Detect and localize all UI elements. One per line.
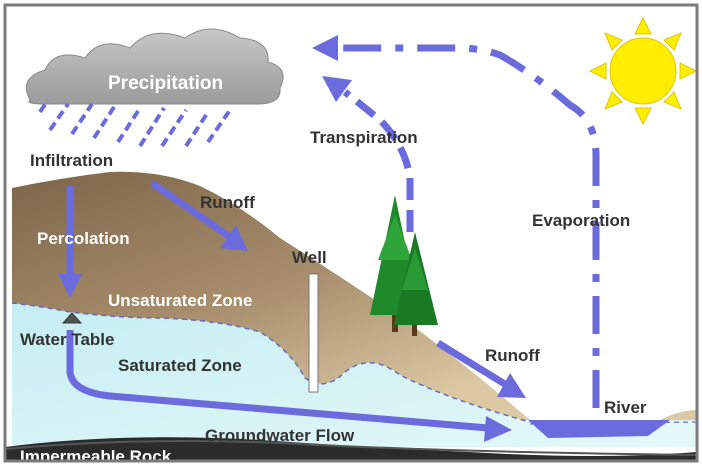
runoff-lower-arrowhead bbox=[497, 373, 526, 398]
label-water-table: Water Table bbox=[20, 330, 114, 349]
rain-icon bbox=[38, 98, 232, 148]
label-river: River bbox=[604, 398, 647, 417]
percolation-arrowhead bbox=[58, 274, 82, 298]
label-runoff-upper: Runoff bbox=[200, 193, 255, 212]
label-runoff-lower: Runoff bbox=[485, 346, 540, 365]
label-precipitation: Precipitation bbox=[108, 73, 223, 94]
label-unsaturated-zone: Unsaturated Zone bbox=[108, 291, 253, 310]
right-bank bbox=[660, 410, 697, 422]
label-transpiration: Transpiration bbox=[310, 128, 418, 147]
label-percolation: Percolation bbox=[37, 229, 130, 248]
transpiration-arrowhead bbox=[322, 76, 352, 102]
runoff-lower-arrow bbox=[436, 340, 510, 389]
rock-highlight bbox=[4, 439, 698, 456]
label-groundwater-flow: Groundwater Flow bbox=[205, 426, 355, 445]
impermeable-rock bbox=[5, 437, 697, 461]
cloud-icon bbox=[25, 28, 284, 105]
saturated-zone-area bbox=[12, 303, 697, 447]
arrows bbox=[58, 35, 600, 442]
well-icon bbox=[308, 273, 319, 393]
water-table-line bbox=[11, 302, 531, 423]
runoff-upper-arrow bbox=[150, 180, 232, 240]
label-saturated-zone: Saturated Zone bbox=[118, 356, 242, 375]
label-evaporation: Evaporation bbox=[532, 211, 630, 230]
tree-icon bbox=[370, 195, 438, 336]
water-table-marker-icon bbox=[61, 312, 83, 324]
groundwater-flow-arrow bbox=[66, 330, 489, 432]
evaporation-arrowhead bbox=[312, 35, 338, 61]
groundwater-flow-arrowhead bbox=[484, 416, 512, 442]
label-infiltration: Infiltration bbox=[30, 151, 113, 170]
label-well: Well bbox=[292, 248, 327, 267]
runoff-upper-arrowhead bbox=[220, 225, 248, 251]
sun-icon bbox=[588, 16, 698, 126]
diagram-frame bbox=[3, 3, 699, 463]
label-impermeable-rock: Impermeable Rock bbox=[20, 447, 172, 466]
evaporation-arrow bbox=[335, 44, 600, 408]
river-icon bbox=[528, 420, 670, 438]
